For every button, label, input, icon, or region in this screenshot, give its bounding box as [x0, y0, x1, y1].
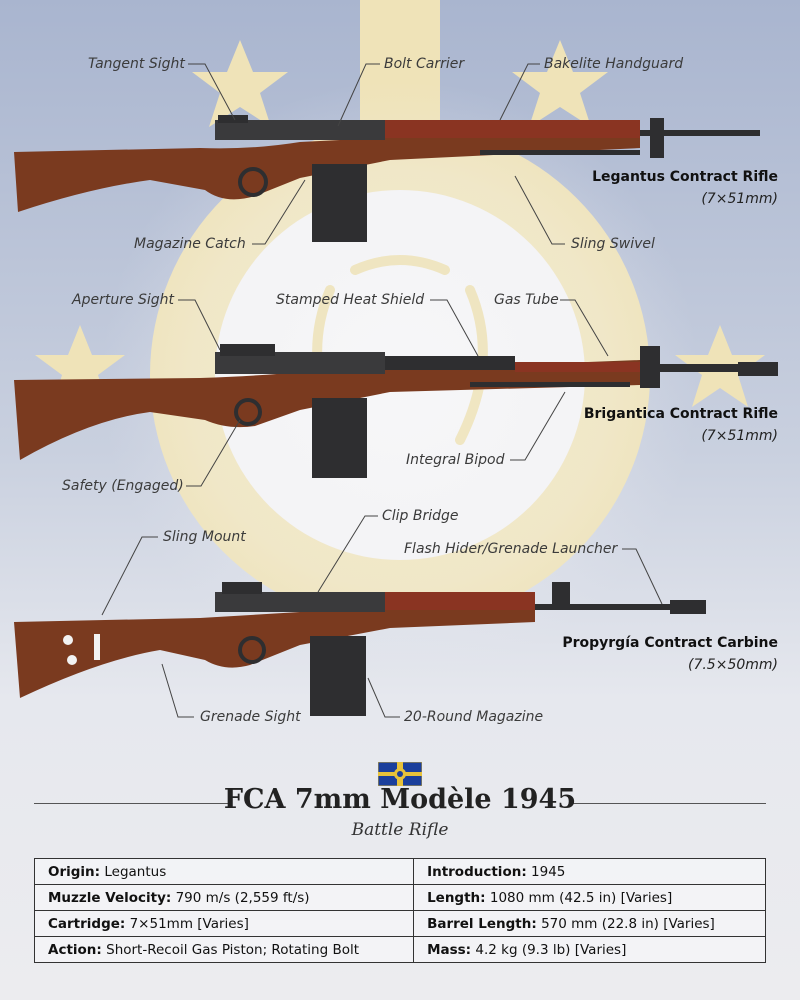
title-rule-left: [34, 803, 230, 804]
rifle-name-propyrgia: Propyrgía Contract Carbine: [562, 635, 778, 651]
flag-icon: [378, 762, 422, 786]
specs-row: Origin: Legantus Introduction: 1945: [33, 858, 766, 885]
specs-row: Action: Short-Recoil Gas Piston; Rotatin…: [33, 936, 766, 963]
spec-origin: Origin: Legantus: [33, 858, 415, 885]
callout-grenade-sight: Grenade Sight: [200, 709, 301, 725]
emblem-star-top-right: [512, 40, 608, 127]
specs-table: Origin: Legantus Introduction: 1945 Muzz…: [33, 858, 766, 963]
spec-action: Action: Short-Recoil Gas Piston; Rotatin…: [33, 936, 415, 963]
specs-row: Cartridge: 7×51mm [Varies] Barrel Length…: [33, 910, 766, 937]
callout-gas-tube: Gas Tube: [494, 292, 559, 308]
rifle-caliber-propyrgia: (7.5×50mm): [687, 657, 778, 673]
rifle-propyrgia: [14, 582, 706, 716]
spec-mass: Mass: 4.2 kg (9.3 lb) [Varies]: [413, 936, 766, 963]
spec-cartridge: Cartridge: 7×51mm [Varies]: [33, 910, 415, 937]
spec-introduction: Introduction: 1945: [413, 858, 766, 885]
callout-20-round-magazine: 20-Round Magazine: [404, 709, 544, 725]
callout-sling-swivel: Sling Swivel: [571, 236, 655, 252]
emblem-star-top-left: [192, 40, 288, 127]
callout-leaders: [101, 63, 663, 718]
callout-stamped-heat-shield: Stamped Heat Shield: [276, 292, 425, 308]
callout-bakelite-handguard: Bakelite Handguard: [544, 56, 684, 72]
rifle-name-legantus: Legantus Contract Rifle: [592, 169, 778, 185]
callout-sling-mount: Sling Mount: [163, 529, 246, 545]
callout-safety: Safety (Engaged): [62, 478, 184, 494]
spec-barrel-length: Barrel Length: 570 mm (22.8 in) [Varies]: [413, 910, 766, 937]
rifle-legantus: [14, 115, 760, 242]
callout-bolt-carrier: Bolt Carrier: [384, 56, 465, 72]
callout-flash-hider: Flash Hider/Grenade Launcher: [404, 541, 618, 557]
rifle-brigantica: [14, 344, 778, 478]
specs-row: Muzzle Velocity: 790 m/s (2,559 ft/s) Le…: [33, 884, 766, 911]
spec-muzzle-velocity: Muzzle Velocity: 790 m/s (2,559 ft/s): [33, 884, 415, 911]
callout-tangent-sight: Tangent Sight: [88, 56, 185, 72]
rifle-caliber-legantus: (7×51mm): [701, 191, 778, 207]
page-subtitle: Battle Rifle: [351, 820, 449, 840]
rifle-caliber-brigantica: (7×51mm): [701, 428, 778, 444]
emblem-star-left: [35, 325, 125, 407]
callout-clip-bridge: Clip Bridge: [382, 508, 459, 524]
title-rule-right: [572, 803, 766, 804]
page-title: FCA 7mm Modèle 1945: [223, 784, 577, 815]
callout-aperture-sight: Aperture Sight: [72, 292, 175, 308]
rifle-name-brigantica: Brigantica Contract Rifle: [583, 406, 778, 422]
callout-integral-bipod: Integral Bipod: [406, 452, 505, 468]
spec-length: Length: 1080 mm (42.5 in) [Varies]: [413, 884, 766, 911]
callout-magazine-catch: Magazine Catch: [134, 236, 246, 252]
